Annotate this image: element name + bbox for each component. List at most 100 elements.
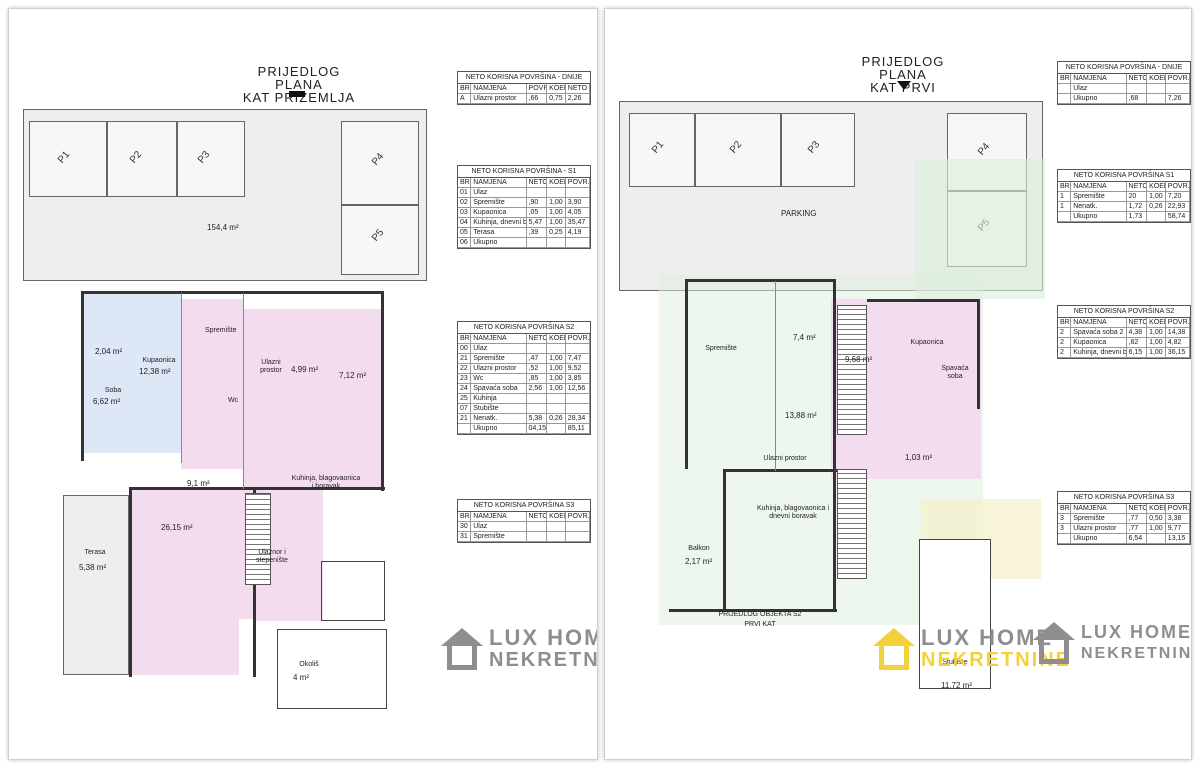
- partition-1: [181, 293, 182, 463]
- room-label: Kupaonica: [910, 339, 944, 346]
- room-area: 2,04 m²: [95, 347, 123, 356]
- room-label: Soba: [104, 387, 122, 394]
- footer-label: PRIJEDLOG OBJEKTA S2: [718, 611, 802, 618]
- room-area: 13,88 m²: [785, 411, 817, 420]
- room-label: Kuhinja, blagovaonica i dnevni boravak: [757, 505, 829, 520]
- storage-right: [321, 561, 385, 621]
- parking-space-3: P3: [781, 113, 855, 187]
- room-area: 5,38 m²: [79, 563, 107, 572]
- room-area: 7,12 m²: [339, 371, 367, 380]
- room-label: Wc: [227, 397, 239, 404]
- room-label: Ulazni prostor: [763, 455, 807, 462]
- logo-yellow: LUX HOME NEKRETNINE: [873, 627, 1071, 671]
- logo-house-icon: [1033, 622, 1075, 664]
- zone-pink-5: [129, 619, 239, 675]
- room-area: 6,62 m²: [93, 397, 121, 406]
- logo-house-icon: [441, 628, 483, 670]
- room-label: Spremište: [705, 345, 737, 352]
- floor-plan-sheet-first: PRIJEDLOG PLANA KAT PRVI P1 P2 P3 P4 P5 …: [604, 8, 1192, 760]
- zone-pink-1: [181, 299, 243, 469]
- room-label: Okoliš: [299, 661, 319, 668]
- plan-title: PRIJEDLOG PLANA KAT PRVI: [861, 54, 945, 95]
- wall-left-lower: [723, 469, 726, 609]
- wall-top: [81, 291, 383, 294]
- logo-house-icon: [873, 628, 915, 670]
- room-area: 11,72 m²: [941, 681, 972, 690]
- room-area: 12,38 m²: [139, 367, 171, 376]
- footer-label: PRVI KAT: [744, 621, 776, 628]
- north-bar-icon: [289, 91, 305, 97]
- room-label: Spavaća soba: [941, 365, 969, 380]
- room-area: 26,15 m²: [161, 523, 193, 532]
- logo-text: LUX HOME: [921, 625, 1054, 650]
- parking-space-2: P2: [107, 121, 177, 197]
- wall-center: [833, 279, 836, 609]
- wall-right: [977, 299, 980, 409]
- room-label: Terasa: [84, 549, 106, 556]
- wall-top: [685, 279, 835, 282]
- room-area: 2,17 m²: [685, 557, 713, 566]
- north-arrow-icon: [897, 81, 911, 90]
- room-area: 4,99 m²: [291, 365, 319, 374]
- wall-left: [81, 291, 84, 461]
- logo-text: NEKRETNINE: [921, 649, 1072, 671]
- bottom-annex: [277, 629, 387, 709]
- zone-pink-2: [243, 309, 383, 489]
- wall-left-lower: [129, 487, 132, 677]
- terrace-left: [63, 495, 129, 675]
- room-label: Balkon: [688, 545, 710, 552]
- room-area: 4 m²: [293, 673, 309, 682]
- zone-blue: [81, 293, 181, 453]
- area-table-1: NETO KORISNA POVRŠINA - DNIJE BR.NAMJENA…: [457, 71, 591, 105]
- parking-caption: PARKING: [781, 209, 817, 218]
- floor-plan-sheet-ground: PRIJEDLOG PLANA KAT PRIZEMLJA P1 P2 P3 P…: [8, 8, 598, 760]
- parking-space-1: P1: [629, 113, 695, 187]
- room-label: Ulazni prostor: [260, 359, 282, 374]
- logo-text: NEKRETNINE: [1081, 645, 1192, 662]
- logo-text: LUX HOME: [489, 625, 597, 650]
- zone-pink-3: [129, 489, 253, 619]
- room-area: 7,4 m²: [793, 333, 816, 342]
- parking-space-4: P4: [341, 121, 419, 205]
- parking-area-label: 154,4 m²: [207, 223, 239, 232]
- table-row: Ulaz: [1058, 84, 1190, 94]
- wall-left: [685, 279, 688, 469]
- room-label: Kuhinja, blagovaonica i boravak: [291, 475, 361, 490]
- logo-text: LUX HOME: [1081, 622, 1192, 642]
- room-area: 9,1 m²: [187, 479, 210, 488]
- logo-grey: LUX HOME NEKRETNINE: [1033, 621, 1192, 665]
- plan-title: PRIJEDLOG PLANA KAT PRIZEMLJA: [242, 64, 356, 105]
- room-label: Kupaonica: [142, 357, 176, 364]
- room-label: Spremište: [205, 327, 237, 334]
- staircase-lower: [837, 469, 867, 579]
- room-area: 1,03 m²: [905, 453, 933, 462]
- logo-text: NEKRETNINE: [489, 649, 598, 671]
- wall-top-right: [867, 299, 979, 302]
- annex-right: [919, 539, 991, 689]
- room-label: Ulaznor i stepenište: [256, 549, 288, 564]
